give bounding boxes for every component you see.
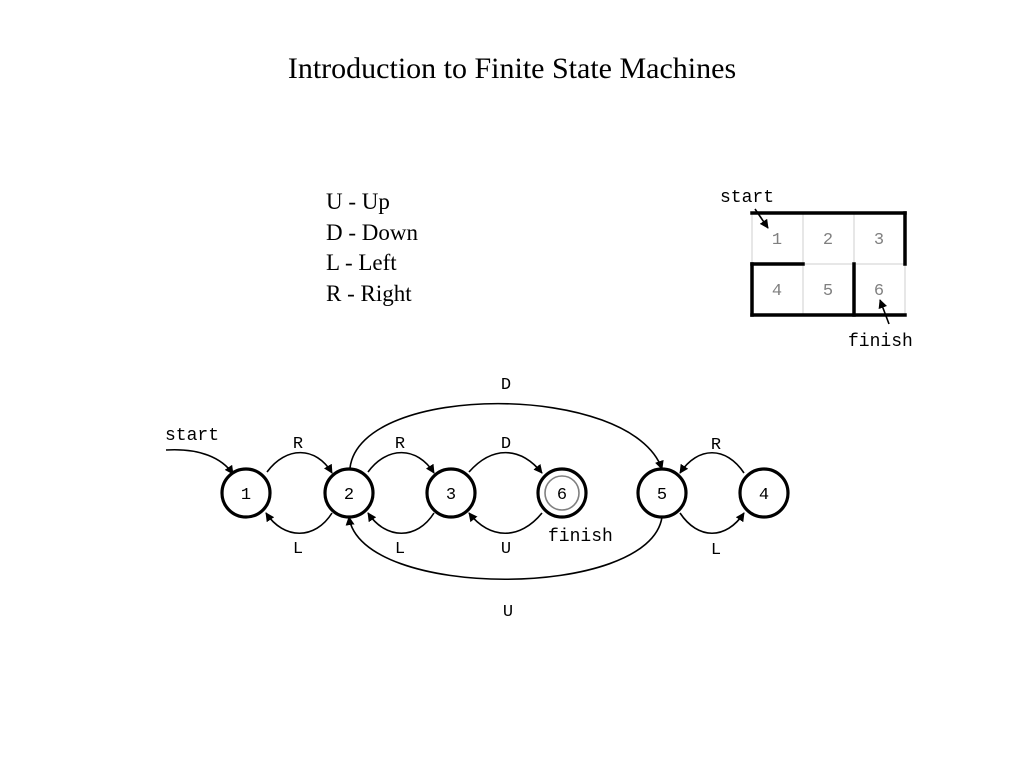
start-arrow [165,448,234,475]
grid-cell-numbers: 1 2 3 4 5 6 [772,231,884,301]
state-4: 4 [738,467,790,519]
edge-3-to-6 [468,451,543,474]
page-title: Introduction to Finite State Machines [287,52,737,85]
state-nodes: 1 2 3 6 5 [220,467,790,519]
move-legend: U - Up D - Down L - Left R - Right [326,187,418,309]
grid-cell-1: 1 [772,231,782,250]
label-2-to-3: R [395,435,405,454]
state-2: 2 [323,467,375,519]
state-6-label: 6 [557,486,567,505]
grid-maze: 1 2 3 4 5 6 start finish [720,188,913,352]
edge-1-to-2 [266,451,333,474]
edge-2-to-5 [349,402,664,470]
state-6-final: 6 [536,467,588,519]
state-1-label: 1 [241,486,251,505]
label-4-to-5: R [711,436,721,455]
label-2-to-5: D [501,376,511,395]
label-6-to-3: U [501,540,511,559]
legend-item-up: U - Up [326,189,390,214]
grid-finish-arrow [878,299,890,325]
transition-labels: start finish R L R L D U D U R L [165,376,721,622]
legend-item-right: R - Right [326,280,412,306]
state-2-label: 2 [344,486,354,505]
label-5-to-2: U [503,603,513,622]
grid-cell-5: 5 [823,282,833,301]
edge-4-to-5 [679,451,745,474]
grid-cell-3: 3 [874,231,884,250]
label-3-to-6: D [501,435,511,454]
grid-cell-4: 4 [772,282,782,301]
label-2-to-1: L [293,540,303,559]
transition-edges [165,402,745,581]
label-3-to-2: L [395,540,405,559]
edge-3-to-2 [367,512,435,535]
state-3-label: 3 [446,486,456,505]
grid-start-arrow [754,208,769,229]
state-diagram: 1 2 3 6 5 [165,376,790,622]
state-3: 3 [425,467,477,519]
legend-item-left: L - Left [326,250,397,275]
grid-cell-2: 2 [823,231,833,250]
grid-start-label: start [720,188,774,208]
grid-walls [750,211,907,317]
legend-item-down: D - Down [326,219,418,245]
edge-6-to-3 [468,512,543,535]
grid-finish-label: finish [848,332,913,352]
state-1: 1 [220,467,272,519]
edge-5-to-2 [345,516,663,581]
grid-cell-6: 6 [874,282,884,301]
state-4-label: 4 [759,486,769,505]
label-1-to-2: R [293,435,303,454]
edge-5-to-4 [679,512,745,535]
state-5: 5 [636,467,688,519]
state-5-label: 5 [657,486,667,505]
edge-2-to-3 [367,451,435,474]
edge-2-to-1 [265,512,333,535]
label-5-to-4: L [711,541,721,560]
diagram-start-label: start [165,426,219,446]
final-state-ring [544,475,580,511]
diagram-finish-label: finish [548,527,613,547]
